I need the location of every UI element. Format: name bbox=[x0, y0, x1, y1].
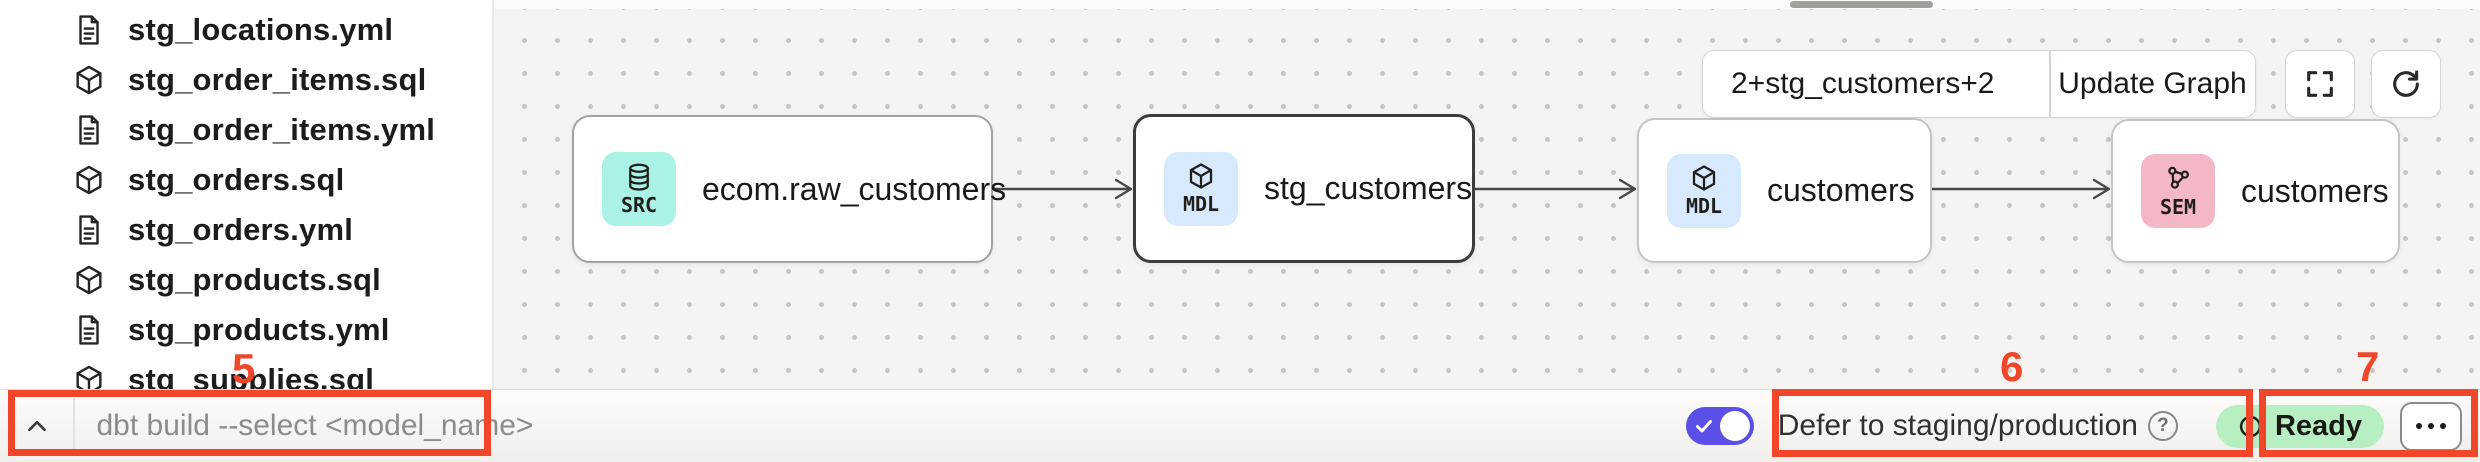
command-bar-right: Defer to staging/production ? Ready bbox=[1685, 401, 2480, 451]
model-cube-icon bbox=[76, 165, 102, 195]
sidebar-item-stg-supplies-sql[interactable]: stg_supplies.sql bbox=[0, 355, 492, 389]
file-tree-sidebar: stg_locations.yml stg_order_items.sql st… bbox=[0, 0, 494, 389]
node-title: ecom.raw_customers bbox=[702, 170, 1007, 207]
update-graph-button[interactable]: Update Graph bbox=[2050, 51, 2255, 117]
defer-label: Defer to staging/production bbox=[1777, 409, 2138, 442]
file-icon bbox=[79, 315, 99, 345]
divider bbox=[73, 398, 75, 454]
fullscreen-icon bbox=[2307, 71, 2333, 97]
check-icon bbox=[1695, 420, 1712, 433]
chevron-up-icon bbox=[27, 420, 46, 432]
file-icon bbox=[79, 115, 99, 145]
badge-label: SRC bbox=[620, 192, 658, 217]
cube-icon bbox=[1189, 163, 1213, 189]
badge-label: SEM bbox=[2159, 194, 2197, 219]
lineage-node-customers-model[interactable]: MDL customers bbox=[1637, 118, 1932, 263]
graph-selector-input[interactable] bbox=[1703, 51, 2049, 117]
defer-toggle[interactable] bbox=[1685, 407, 1754, 445]
lineage-node-source-raw-customers[interactable]: SRC ecom.raw_customers bbox=[572, 115, 1006, 263]
command-bar: Defer to staging/production ? Ready bbox=[0, 389, 2480, 462]
node-title: customers bbox=[2241, 172, 2389, 209]
sidebar-item-stg-products-sql[interactable]: stg_products.sql bbox=[0, 255, 492, 305]
sidebar-item-stg-orders-yml[interactable]: stg_orders.yml bbox=[0, 205, 492, 255]
dbt-command-input[interactable] bbox=[74, 409, 635, 443]
fullscreen-button[interactable] bbox=[2285, 50, 2355, 118]
graph-selector-group: Update Graph bbox=[1702, 50, 2256, 118]
file-name: stg_supplies.sql bbox=[128, 362, 375, 389]
file-name: stg_products.yml bbox=[128, 312, 390, 347]
ellipsis-icon bbox=[2416, 423, 2422, 429]
sidebar-item-stg-locations-yml[interactable]: stg_locations.yml bbox=[0, 5, 492, 55]
lineage-node-customers-semantic[interactable]: SEM customers bbox=[2111, 119, 2400, 263]
model-cube-icon bbox=[76, 65, 102, 95]
file-icon bbox=[79, 215, 99, 245]
collapse-panel-button[interactable] bbox=[0, 390, 73, 462]
file-name: stg_order_items.sql bbox=[128, 62, 427, 97]
refresh-icon bbox=[2393, 70, 2419, 97]
file-name: stg_products.sql bbox=[128, 262, 381, 297]
file-name: stg_order_items.yml bbox=[128, 112, 436, 147]
model-badge: MDL bbox=[1164, 151, 1238, 226]
file-name: stg_orders.sql bbox=[128, 162, 345, 197]
source-badge: SRC bbox=[602, 152, 676, 226]
more-options-button[interactable] bbox=[2400, 401, 2462, 451]
database-icon bbox=[629, 163, 649, 191]
divider bbox=[2049, 51, 2051, 117]
refresh-button[interactable] bbox=[2371, 50, 2441, 118]
file-name: stg_locations.yml bbox=[128, 12, 394, 47]
sidebar-item-stg-products-yml[interactable]: stg_products.yml bbox=[0, 305, 492, 355]
file-icon bbox=[79, 15, 99, 45]
lineage-edge bbox=[1473, 178, 1637, 200]
horizontal-scrollbar-thumb[interactable] bbox=[1790, 1, 1933, 8]
file-name: stg_orders.yml bbox=[128, 212, 354, 247]
lineage-canvas[interactable]: SRC ecom.raw_customers MDL stg_customers… bbox=[494, 0, 2480, 389]
status-badge[interactable]: Ready bbox=[2215, 404, 2384, 448]
model-cube-icon bbox=[76, 265, 102, 295]
lineage-edge bbox=[1930, 178, 2111, 200]
canvas-top-strip bbox=[494, 0, 2480, 9]
model-badge: MDL bbox=[1667, 153, 1741, 228]
semantic-badge: SEM bbox=[2141, 154, 2215, 228]
model-cube-icon bbox=[76, 365, 102, 389]
cube-icon bbox=[1692, 165, 1716, 191]
node-title: customers bbox=[1767, 172, 1915, 208]
sidebar-item-stg-orders-sql[interactable]: stg_orders.sql bbox=[0, 155, 492, 205]
sidebar-item-stg-order-items-yml[interactable]: stg_order_items.yml bbox=[0, 105, 492, 155]
lineage-edge bbox=[991, 178, 1133, 200]
semantic-graph-icon bbox=[2168, 166, 2190, 189]
badge-label: MDL bbox=[1685, 194, 1723, 218]
sidebar-item-stg-order-items-sql[interactable]: stg_order_items.sql bbox=[0, 55, 492, 105]
lineage-node-stg-customers[interactable]: MDL stg_customers bbox=[1133, 114, 1475, 263]
toggle-knob bbox=[1719, 411, 1750, 441]
status-circle-icon bbox=[2239, 415, 2262, 437]
status-label: Ready bbox=[2274, 409, 2362, 442]
node-title: stg_customers bbox=[1264, 170, 1473, 206]
help-icon[interactable]: ? bbox=[2147, 411, 2178, 441]
badge-label: MDL bbox=[1182, 192, 1220, 216]
